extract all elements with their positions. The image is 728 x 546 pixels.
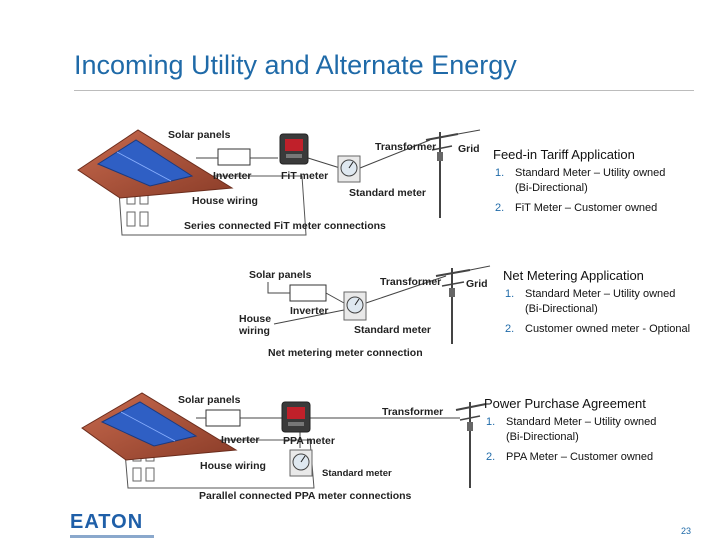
fit-transformer-label: Transformer bbox=[375, 141, 436, 153]
net-house-label: House bbox=[239, 313, 271, 325]
fit-transformer-icon bbox=[425, 129, 481, 218]
net-inverter-label: Inverter bbox=[290, 305, 329, 317]
fit-meter-label: FiT meter bbox=[281, 170, 328, 182]
ppa-standard-meter-label: Standard meter bbox=[322, 468, 392, 479]
list-text: Standard Meter – Utility owned bbox=[506, 416, 657, 428]
net-application-heading: Net Metering Application bbox=[503, 268, 644, 283]
list-item: 2. Customer owned meter - Optional bbox=[503, 322, 690, 337]
ppa-house-wiring-label: House wiring bbox=[200, 460, 266, 472]
net-transformer-label: Transformer bbox=[380, 276, 441, 288]
title-rule bbox=[74, 90, 694, 91]
fit-house-wiring-label: House wiring bbox=[192, 195, 258, 207]
fit-application: Feed-in Tariff Application 1. Standard Me… bbox=[493, 147, 665, 221]
list-item: 2. FiT Meter – Customer owned bbox=[493, 201, 665, 216]
list-text: Customer owned meter - Optional bbox=[525, 323, 691, 335]
list-item: 1. Standard Meter – Utility owned (Bi-Dire… bbox=[503, 287, 690, 317]
fit-application-heading: Feed-in Tariff Application bbox=[493, 147, 635, 162]
net-grid-label: Grid bbox=[466, 278, 488, 290]
net-application: Net Metering Application 1. Standard Mete… bbox=[503, 268, 690, 342]
ppa-application-list: 1. Standard Meter – Utility owned (Bi-Dire… bbox=[484, 415, 656, 465]
net-standard-meter-label: Standard meter bbox=[354, 324, 431, 336]
list-item: 2. PPA Meter – Customer owned bbox=[484, 450, 656, 465]
list-number: 2. bbox=[505, 323, 515, 335]
net-application-list: 1. Standard Meter – Utility owned (Bi-Dire… bbox=[503, 287, 690, 337]
fit-meter-icon bbox=[279, 133, 309, 165]
eaton-logo-tagline-bar bbox=[70, 535, 154, 538]
net-diagram: Solar panels Inverter Transformer Grid H… bbox=[238, 265, 491, 359]
list-number: 2. bbox=[495, 202, 505, 214]
list-number: 2. bbox=[486, 451, 496, 463]
list-subtext: (Bi-Directional) bbox=[525, 303, 598, 315]
fit-standard-meter-label: Standard meter bbox=[349, 187, 426, 199]
fit-solar-panels-label: Solar panels bbox=[168, 129, 231, 141]
net-transformer-icon bbox=[435, 265, 491, 344]
ppa-solar-panel-icon bbox=[100, 401, 198, 447]
fit-application-list: 1. Standard Meter – Utility owned (Bi-Dire… bbox=[493, 166, 665, 216]
page-number: 23 bbox=[681, 526, 692, 536]
ppa-caption: Parallel connected PPA meter connections bbox=[199, 490, 412, 502]
list-number: 1. bbox=[505, 288, 515, 300]
net-caption: Net metering meter connection bbox=[268, 347, 423, 359]
ppa-meter-icon bbox=[281, 401, 311, 433]
fit-grid-label: Grid bbox=[458, 143, 480, 155]
fit-diagram: Solar panels Inverter FiT meter Transfor… bbox=[77, 129, 481, 236]
eaton-logo-text: EATON bbox=[70, 511, 144, 533]
ppa-meter-label: PPA meter bbox=[283, 435, 335, 447]
ppa-window bbox=[145, 467, 155, 482]
list-subtext: (Bi-Directional) bbox=[506, 431, 579, 443]
fit-caption: Series connected FiT meter connections bbox=[184, 220, 386, 232]
slide-title: Incoming Utility and Alternate Energy bbox=[74, 50, 517, 80]
list-item: 1. Standard Meter – Utility owned (Bi-Dire… bbox=[493, 166, 665, 196]
net-inverter-box bbox=[289, 284, 327, 302]
fit-inverter-box bbox=[217, 148, 251, 166]
list-text: Standard Meter – Utility owned bbox=[515, 167, 666, 179]
list-number: 1. bbox=[486, 416, 496, 428]
list-item: 1. Standard Meter – Utility owned (Bi-Dire… bbox=[484, 415, 656, 445]
fit-standard-meter-icon bbox=[337, 155, 361, 183]
net-standard-meter-icon bbox=[343, 291, 367, 321]
list-text: PPA Meter – Customer owned bbox=[506, 451, 654, 463]
ppa-diagram: Solar panels Inverter PPA meter Transfor… bbox=[81, 392, 487, 502]
net-solar-panels-label: Solar panels bbox=[249, 269, 312, 281]
eaton-logo: EATON bbox=[70, 512, 154, 538]
ppa-solar-panels-label: Solar panels bbox=[178, 394, 241, 406]
ppa-application-heading: Power Purchase Agreement bbox=[484, 396, 646, 411]
ppa-application: Power Purchase Agreement 1. Standard Mete… bbox=[484, 396, 656, 470]
ppa-transformer-icon bbox=[455, 402, 487, 488]
ppa-window bbox=[132, 467, 142, 482]
fit-window bbox=[139, 211, 149, 227]
list-subtext: (Bi-Directional) bbox=[515, 182, 588, 194]
list-text: FiT Meter – Customer owned bbox=[515, 202, 658, 214]
list-text: Standard Meter – Utility owned bbox=[525, 288, 676, 300]
ppa-transformer-label: Transformer bbox=[382, 406, 443, 418]
ppa-inverter-box bbox=[205, 409, 241, 427]
ppa-inverter-label: Inverter bbox=[221, 434, 260, 446]
fit-solar-panel-icon bbox=[96, 139, 194, 187]
list-number: 1. bbox=[495, 167, 505, 179]
net-wiring-label: wiring bbox=[238, 325, 270, 337]
ppa-standard-meter-icon bbox=[289, 449, 313, 477]
fit-window bbox=[126, 211, 136, 227]
fit-inverter-label: Inverter bbox=[213, 170, 252, 182]
